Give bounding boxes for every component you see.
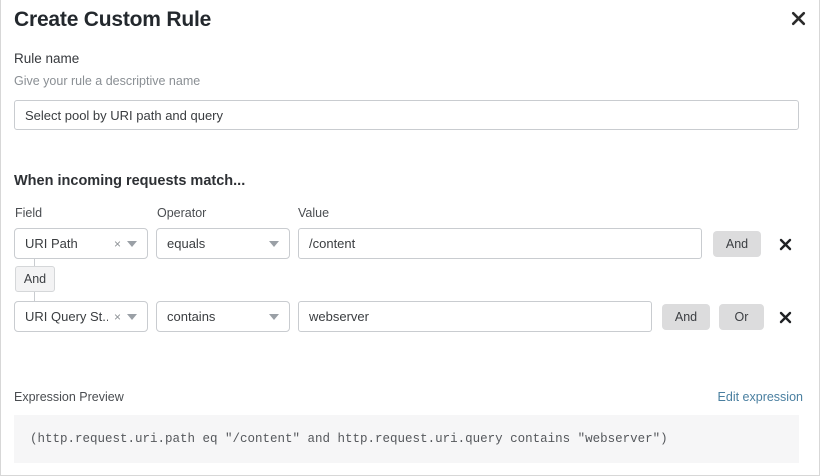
connector-line-top xyxy=(34,258,35,267)
expression-preview-text: (http.request.uri.path eq "/content" and… xyxy=(30,432,668,446)
chevron-down-icon[interactable] xyxy=(127,313,147,320)
column-header-field: Field xyxy=(15,206,43,220)
remove-condition-row-1-icon[interactable] xyxy=(775,234,795,254)
field-select-row-1[interactable]: URI Path × xyxy=(14,228,148,259)
value-input-row-1[interactable] xyxy=(298,228,702,259)
chevron-down-icon[interactable] xyxy=(269,240,289,247)
field-select-row-2[interactable]: URI Query St... × xyxy=(14,301,148,332)
operator-select-row-2-value: contains xyxy=(167,309,216,324)
close-icon[interactable] xyxy=(786,6,810,30)
field-select-row-2-value: URI Query St... xyxy=(25,309,108,324)
conditions-heading: When incoming requests match... xyxy=(14,173,246,189)
rule-name-label: Rule name xyxy=(14,51,80,66)
connector-and-toggle[interactable]: And xyxy=(15,266,55,292)
operator-select-row-2[interactable]: contains xyxy=(156,301,290,332)
or-button-row-2[interactable]: Or xyxy=(719,304,764,330)
clear-icon[interactable]: × xyxy=(113,236,121,251)
column-header-value: Value xyxy=(298,206,330,220)
chevron-down-icon[interactable] xyxy=(127,240,147,247)
clear-icon[interactable]: × xyxy=(113,309,121,324)
chevron-down-icon[interactable] xyxy=(269,313,289,320)
value-input-row-2[interactable] xyxy=(298,301,652,332)
edit-expression-link[interactable]: Edit expression xyxy=(717,390,803,404)
page-title: Create Custom Rule xyxy=(14,8,212,31)
operator-select-row-1[interactable]: equals xyxy=(156,228,290,259)
and-button-row-2[interactable]: And xyxy=(662,304,710,330)
and-button-row-1[interactable]: And xyxy=(713,231,761,257)
field-select-row-1-value: URI Path xyxy=(25,236,78,251)
connector-line-bottom xyxy=(34,292,35,302)
expression-preview-box: (http.request.uri.path eq "/content" and… xyxy=(14,415,799,463)
rule-name-help-text: Give your rule a descriptive name xyxy=(14,74,201,88)
rule-name-input[interactable] xyxy=(14,100,799,130)
operator-select-row-1-value: equals xyxy=(167,236,206,251)
expression-preview-label: Expression Preview xyxy=(14,390,124,404)
remove-condition-row-2-icon[interactable] xyxy=(775,307,795,327)
column-header-operator: Operator xyxy=(157,206,207,220)
